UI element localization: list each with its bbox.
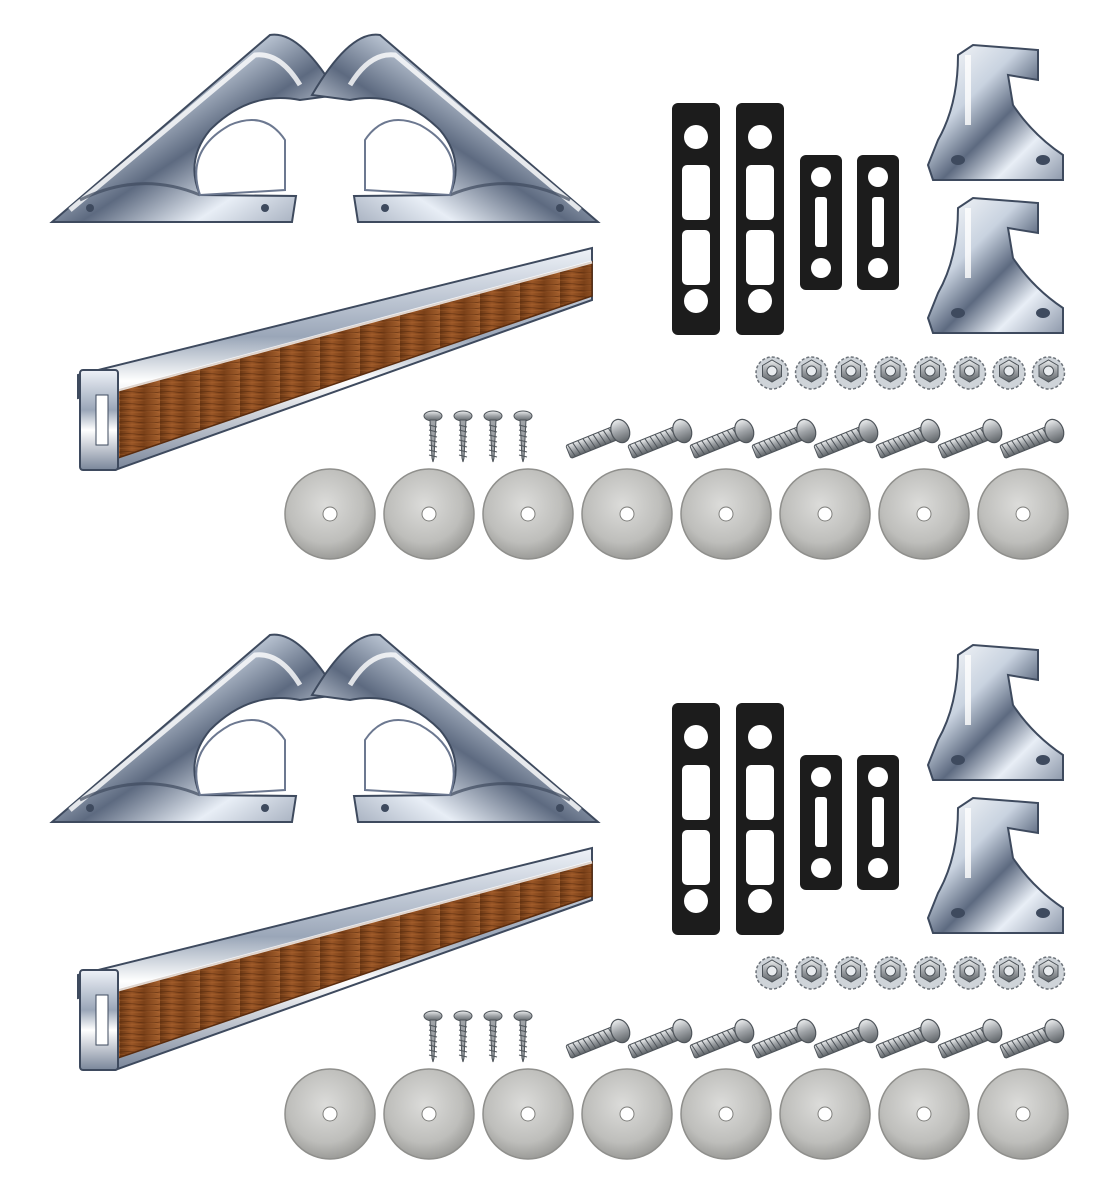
machine-bolt — [999, 418, 1065, 459]
kep-nut — [992, 356, 1026, 390]
gasket-tall — [672, 103, 720, 335]
machine-bolt — [937, 418, 1003, 459]
kep-nut — [952, 356, 987, 390]
machine-bolt — [627, 1018, 693, 1059]
wood-screw — [513, 410, 533, 463]
woodgrain-rail — [77, 246, 593, 471]
kep-nut — [913, 956, 947, 990]
kep-nut — [755, 356, 789, 390]
washer — [680, 1068, 772, 1160]
machine-bolt — [689, 1018, 755, 1059]
gasket-tall — [672, 703, 720, 935]
machine-bolt — [813, 418, 879, 459]
woodgrain-rail — [77, 846, 593, 1071]
kep-nut — [755, 956, 789, 990]
washer — [581, 468, 673, 560]
wood-screw — [513, 1010, 533, 1063]
wood-screw — [483, 1010, 503, 1063]
kit-set — [49, 633, 1069, 1160]
machine-bolt — [875, 418, 941, 459]
chrome-mount-block — [926, 796, 1064, 934]
washer — [779, 1068, 871, 1160]
kep-nut — [952, 956, 987, 990]
wood-screw — [453, 1010, 473, 1063]
washer — [680, 468, 772, 560]
kep-nut — [794, 356, 829, 390]
wood-screw — [423, 410, 443, 463]
washer — [878, 1068, 970, 1160]
machine-bolt — [813, 1018, 879, 1059]
washer — [482, 1068, 574, 1160]
chrome-mount-block — [926, 196, 1064, 334]
washer — [779, 468, 871, 560]
washer — [878, 468, 970, 560]
kep-nut — [873, 956, 908, 990]
gasket-short — [857, 755, 899, 890]
machine-bolt — [565, 418, 631, 459]
gasket-tall — [736, 703, 784, 935]
gasket-short — [857, 155, 899, 290]
machine-bolt — [751, 1018, 817, 1059]
kit-set — [49, 33, 1069, 560]
machine-bolt — [875, 1018, 941, 1059]
gasket-tall — [736, 103, 784, 335]
kep-nut — [913, 356, 947, 390]
washer — [284, 1068, 376, 1160]
wood-screw — [483, 410, 503, 463]
kep-nut — [1031, 356, 1066, 390]
washer — [383, 1068, 475, 1160]
wood-screw — [453, 410, 473, 463]
chrome-corner-bracket — [49, 33, 340, 223]
washer — [977, 1068, 1069, 1160]
washer — [284, 468, 376, 560]
gasket-short — [800, 755, 842, 890]
machine-bolt — [999, 1018, 1065, 1059]
kep-nut — [1031, 956, 1066, 990]
kep-nut — [834, 356, 868, 390]
chrome-corner-bracket — [310, 33, 601, 223]
gasket-short — [800, 155, 842, 290]
chrome-mount-block — [926, 43, 1064, 181]
machine-bolt — [751, 418, 817, 459]
chrome-corner-bracket — [49, 633, 340, 823]
machine-bolt — [627, 418, 693, 459]
kep-nut — [873, 356, 908, 390]
washer — [482, 468, 574, 560]
chrome-corner-bracket — [310, 633, 601, 823]
washer — [581, 1068, 673, 1160]
washer — [383, 468, 475, 560]
kep-nut — [992, 956, 1026, 990]
wood-screw — [423, 1010, 443, 1063]
machine-bolt — [689, 418, 755, 459]
washer — [977, 468, 1069, 560]
machine-bolt — [565, 1018, 631, 1059]
kep-nut — [794, 956, 829, 990]
kep-nut — [834, 956, 868, 990]
chrome-mount-block — [926, 643, 1064, 781]
machine-bolt — [937, 1018, 1003, 1059]
